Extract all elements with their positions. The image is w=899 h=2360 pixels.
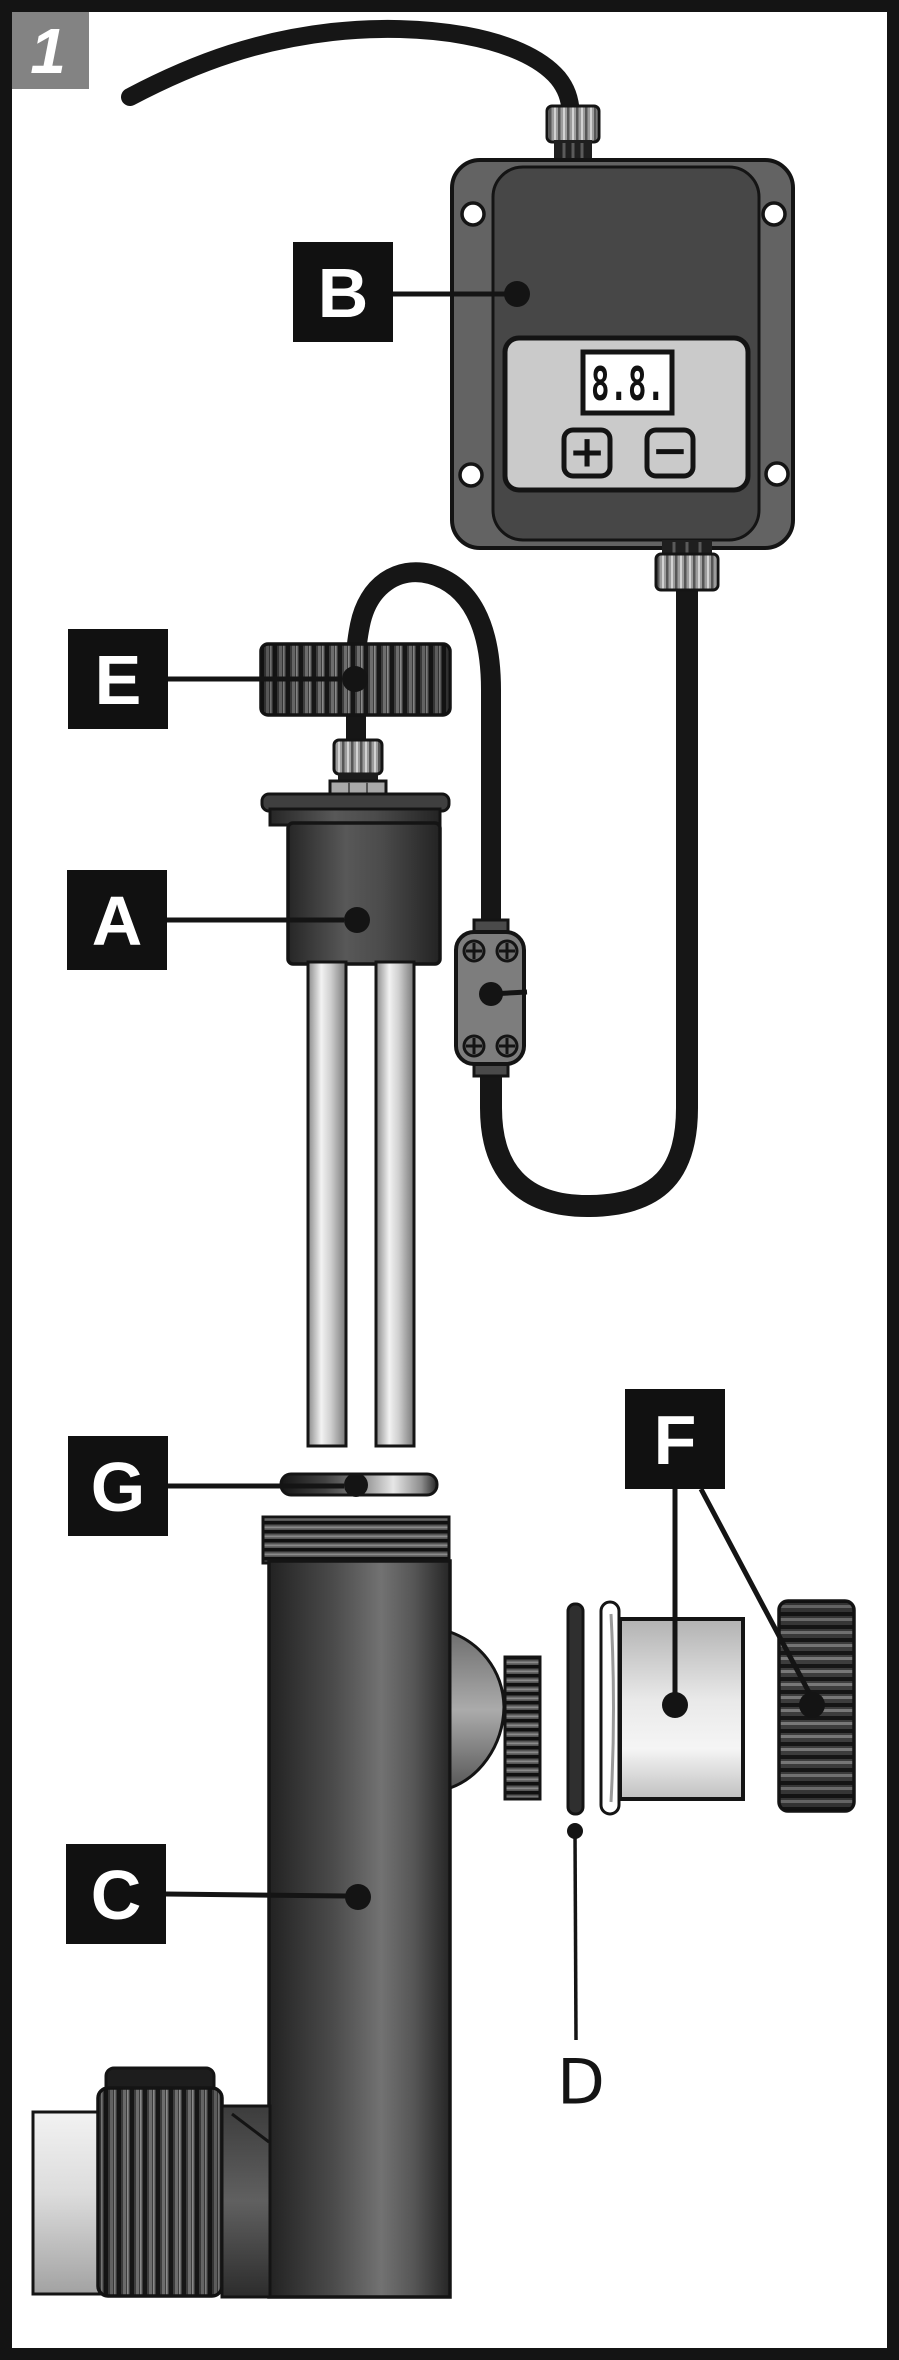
power-cable bbox=[121, 19, 580, 123]
label-e: E bbox=[68, 629, 368, 729]
svg-text:F: F bbox=[654, 1401, 697, 1479]
leader-dot bbox=[504, 281, 530, 307]
figure-number-badge: 1 bbox=[12, 12, 89, 89]
label-b: B bbox=[293, 242, 530, 342]
label-a: A bbox=[67, 870, 370, 970]
phillips-screw-icon bbox=[462, 939, 486, 963]
flange-ring bbox=[599, 1600, 621, 1816]
plus-button bbox=[561, 427, 613, 479]
screw-hole bbox=[460, 201, 486, 227]
leader-dot bbox=[342, 666, 368, 692]
screw-hole bbox=[761, 201, 787, 227]
leader-dot bbox=[662, 1692, 688, 1718]
label-g: G bbox=[68, 1436, 368, 1536]
minus-button-glyph: − bbox=[652, 426, 689, 477]
seven-segment-display bbox=[580, 349, 675, 416]
display-value: 8.8. bbox=[591, 357, 665, 411]
leader-dot bbox=[799, 1692, 825, 1718]
label-f: F bbox=[625, 1389, 825, 1718]
label-d: D bbox=[557, 1823, 605, 2119]
head-cable-gland bbox=[328, 738, 388, 798]
phillips-screw-icon bbox=[495, 1034, 519, 1058]
screw-hole bbox=[764, 461, 790, 487]
svg-text:E: E bbox=[95, 641, 142, 719]
top-cable-gland bbox=[545, 104, 601, 162]
phillips-screw-icon bbox=[462, 1034, 486, 1058]
lamp-tube-right bbox=[374, 960, 416, 1448]
leader-dot bbox=[344, 907, 370, 933]
svg-text:B: B bbox=[318, 254, 369, 332]
lamp-cable-right bbox=[480, 586, 698, 1218]
tee-body bbox=[267, 1559, 452, 2299]
part-c-tee-housing bbox=[31, 1515, 542, 2299]
display-panel: 8.8. + − bbox=[502, 335, 751, 493]
cable-junction-box bbox=[454, 918, 528, 1078]
svg-text:D: D bbox=[557, 2046, 605, 2119]
part-d-gasket bbox=[566, 1602, 585, 1816]
plus-button-glyph: + bbox=[569, 427, 606, 478]
screw-hole bbox=[458, 462, 484, 488]
leader-dot bbox=[567, 1823, 583, 1839]
minus-button bbox=[644, 427, 696, 479]
elbow-outlet bbox=[220, 2104, 272, 2299]
lamp-cable-left bbox=[346, 562, 501, 938]
inlet-stub bbox=[31, 2110, 107, 2296]
figure-number: 1 bbox=[30, 15, 66, 87]
lamp-tube-left bbox=[306, 960, 348, 1448]
phillips-screw-icon bbox=[495, 939, 519, 963]
bottom-cable-gland bbox=[654, 540, 720, 592]
svg-text:G: G bbox=[91, 1448, 145, 1526]
leader-dot bbox=[344, 1473, 368, 1497]
tee-top-threads bbox=[261, 1515, 451, 1565]
side-port-threads bbox=[503, 1655, 542, 1801]
svg-text:C: C bbox=[91, 1856, 142, 1934]
part-a-lamp-head bbox=[260, 792, 451, 966]
svg-text:A: A bbox=[92, 882, 143, 960]
label-c: C bbox=[66, 1844, 371, 1944]
leader-dot bbox=[345, 1884, 371, 1910]
